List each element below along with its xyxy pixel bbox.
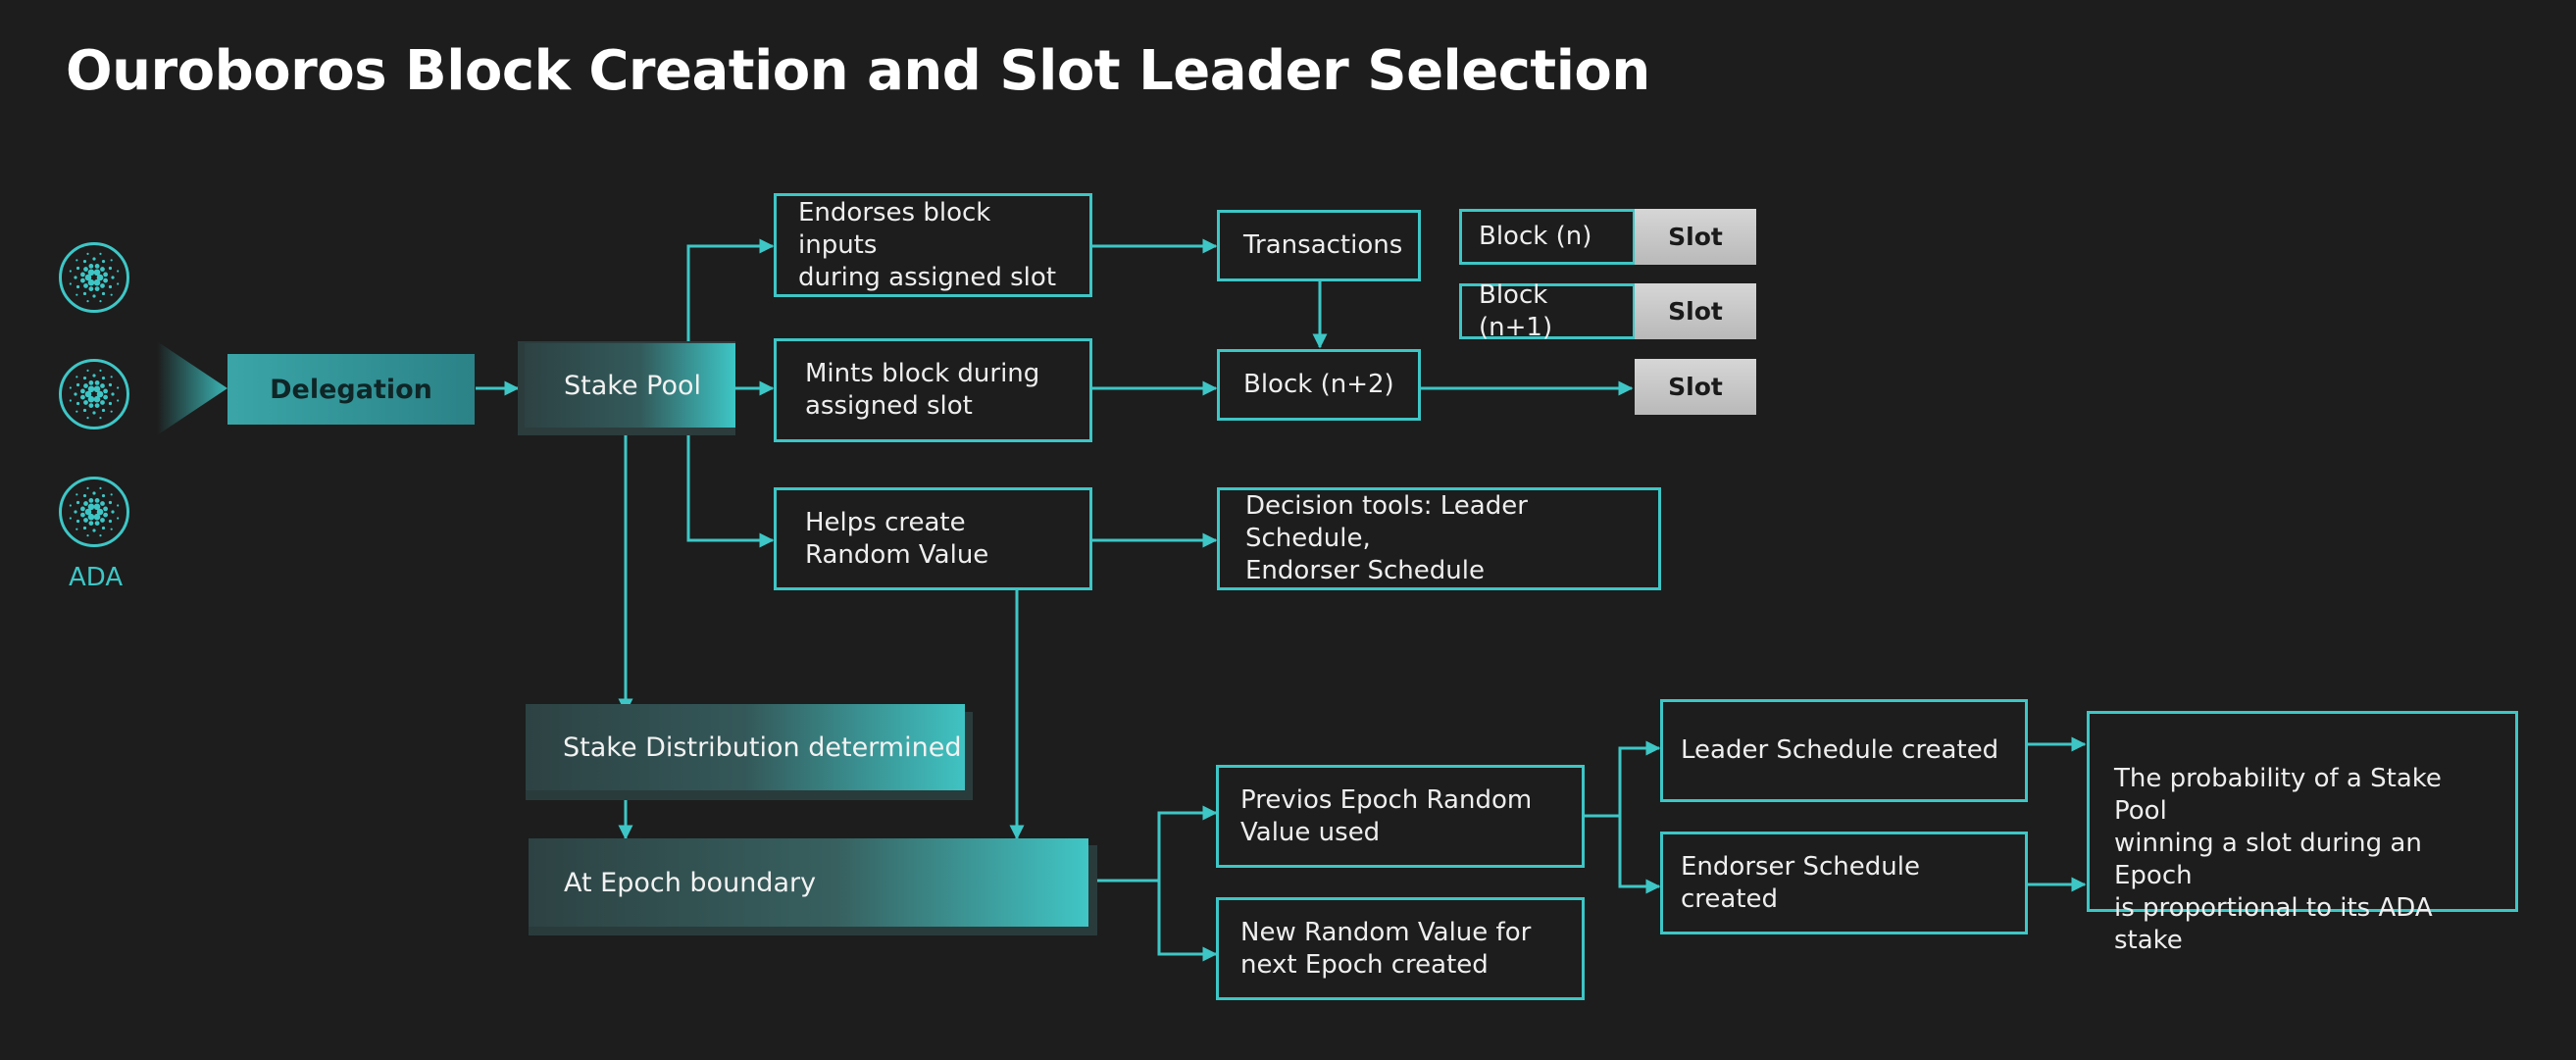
leader-schedule-label: Leader Schedule created (1681, 735, 1999, 765)
probability-line-2: winning a slot during an Epoch (2114, 829, 2422, 890)
block-n2-label: Block (n+2) (1243, 370, 1394, 399)
probability-line-3: is proportional to its ADA stake (2114, 893, 2433, 955)
block-n1-node: Block (n+1) (1459, 280, 1636, 342)
edge-epoch-previous (1157, 805, 1218, 881)
block-n1-label: Block (n+1) (1479, 279, 1553, 342)
mints-line-2: assigned slot (805, 391, 973, 421)
transactions-node: Transactions (1217, 210, 1421, 281)
previous-random-line-2: Value used (1240, 817, 1381, 847)
cardano-ada-icon (59, 242, 129, 313)
stake-pool-node: Stake Pool (525, 343, 735, 428)
helps-line-2: Random Value (805, 539, 989, 570)
stake-distribution-node: Stake Distribution determined (526, 704, 965, 790)
stake-pool-label: Stake Pool (564, 370, 701, 401)
mints-line-1: Mints block during (805, 359, 1040, 388)
cardano-ada-icon (59, 477, 129, 547)
block-n2-node: Block (n+2) (1217, 349, 1421, 421)
endorser-schedule-label: Endorser Schedule created (1681, 851, 1920, 914)
mints-node: Mints block during assigned slot (774, 338, 1092, 442)
edge-stakepool-endorses (686, 238, 775, 345)
delegation-label: Delegation (270, 374, 432, 405)
decision-line-1: Decision tools: Leader Schedule, (1245, 491, 1528, 553)
slot-label-2: Slot (1668, 297, 1723, 326)
slot-label-1: Slot (1668, 223, 1723, 251)
endorses-line-1: Endorses block inputs (798, 197, 991, 260)
probability-line-1: The probability of a Stake Pool (2114, 764, 2442, 826)
decision-line-2: Endorser Schedule (1245, 556, 1485, 585)
slot-label-3: Slot (1668, 373, 1723, 401)
new-random-line-1: New Random Value for (1240, 917, 1532, 947)
decision-tools-node: Decision tools: Leader Schedule, Endorser… (1217, 487, 1661, 590)
slot-block-n1: Slot (1635, 283, 1756, 339)
epoch-boundary-label: At Epoch boundary (564, 867, 817, 898)
slot-block-n: Slot (1635, 209, 1756, 265)
helps-line-1: Helps create (805, 507, 966, 537)
delegation-node: Delegation (227, 354, 475, 425)
slot-block-n2: Slot (1635, 359, 1756, 415)
delegation-incoming-arrow (157, 341, 227, 435)
block-n-label: Block (n) (1479, 222, 1592, 251)
previous-random-line-1: Previos Epoch Random (1240, 784, 1533, 815)
cardano-ada-icon (59, 359, 129, 429)
epoch-boundary-node: At Epoch boundary (529, 838, 1088, 927)
endorser-schedule-node: Endorser Schedule created (1660, 832, 2028, 934)
edge-previous-leader (1618, 740, 1661, 816)
endorses-line-2: during assigned slot (798, 262, 1057, 292)
diagram-title: Ouroboros Block Creation and Slot Leader… (66, 39, 1650, 103)
leader-schedule-node: Leader Schedule created (1660, 699, 2028, 802)
block-n-node: Block (n) (1459, 209, 1636, 265)
edge-epoch-new (1157, 881, 1218, 962)
edge-stakepool-helps (686, 431, 775, 548)
ada-label: ADA (69, 563, 124, 592)
edge-previous-endorser (1618, 816, 1661, 894)
new-random-line-2: next Epoch created (1240, 949, 1489, 980)
stake-distribution-label: Stake Distribution determined (563, 732, 962, 763)
transactions-label: Transactions (1243, 230, 1403, 260)
